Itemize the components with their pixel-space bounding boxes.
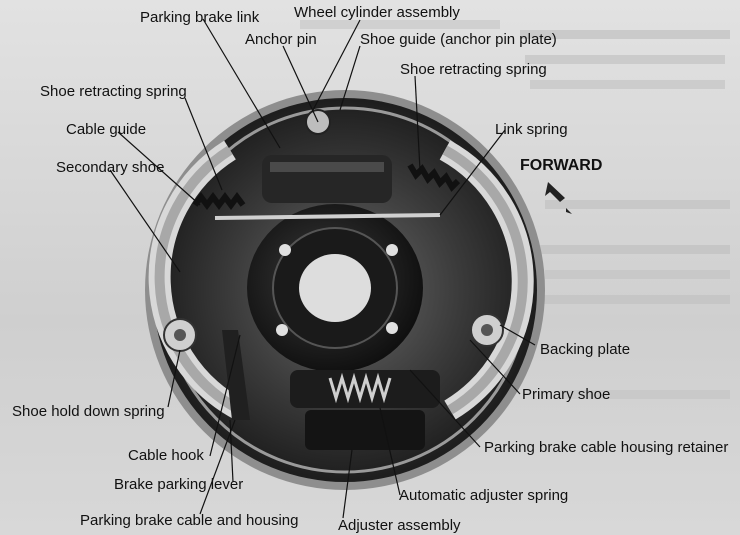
hold-down-pin-left (163, 318, 197, 352)
retracting-spring-right (407, 163, 461, 192)
callout-secondary-shoe: Secondary shoe (56, 159, 164, 176)
forward-indicator: FORWARD (520, 157, 602, 214)
leader-lines (109, 18, 536, 519)
callout-wheel-cylinder-assembly: Wheel cylinder assembly (294, 4, 460, 21)
hold-down-pin-right (470, 313, 504, 347)
parking-brake-link-bar (214, 213, 441, 220)
callout-parking-brake-cable-and-housing: Parking brake cable and housing (80, 512, 298, 529)
callout-shoe-retracting-spring-left: Shoe retracting spring (40, 83, 187, 100)
callout-automatic-adjuster-spring: Automatic adjuster spring (399, 487, 568, 504)
callout-labels: Parking brake link Wheel cylinder assemb… (12, 4, 728, 534)
callout-adjuster-assembly: Adjuster assembly (338, 517, 461, 534)
forward-label: FORWARD (520, 157, 602, 174)
callout-shoe-retracting-spring-right: Shoe retracting spring (400, 61, 547, 78)
callout-shoe-hold-down-spring: Shoe hold down spring (12, 403, 165, 420)
callout-parking-brake-link: Parking brake link (140, 9, 260, 26)
parking-lever-shape (222, 330, 250, 420)
callout-backing-plate: Backing plate (540, 341, 630, 358)
callout-shoe-guide: Shoe guide (anchor pin plate) (360, 31, 557, 48)
callout-primary-shoe: Primary shoe (522, 386, 610, 403)
adjuster-assembly-shape (290, 370, 440, 450)
callout-parking-brake-cable-housing-retainer: Parking brake cable housing retainer (484, 439, 728, 456)
primary-shoe-shape (439, 140, 534, 420)
callout-anchor-pin: Anchor pin (245, 31, 317, 48)
wheel-cylinder-shape (262, 109, 392, 203)
callout-cable-hook: Cable hook (128, 447, 204, 464)
callout-cable-guide: Cable guide (66, 121, 146, 138)
forward-arrow-icon (545, 182, 572, 214)
callout-link-spring: Link spring (495, 121, 568, 138)
hub-flange (247, 204, 423, 372)
retracting-spring-left (192, 192, 246, 210)
callout-brake-parking-lever: Brake parking lever (114, 476, 243, 493)
secondary-shoe-shape (148, 140, 246, 420)
background-page-texture (300, 20, 730, 399)
